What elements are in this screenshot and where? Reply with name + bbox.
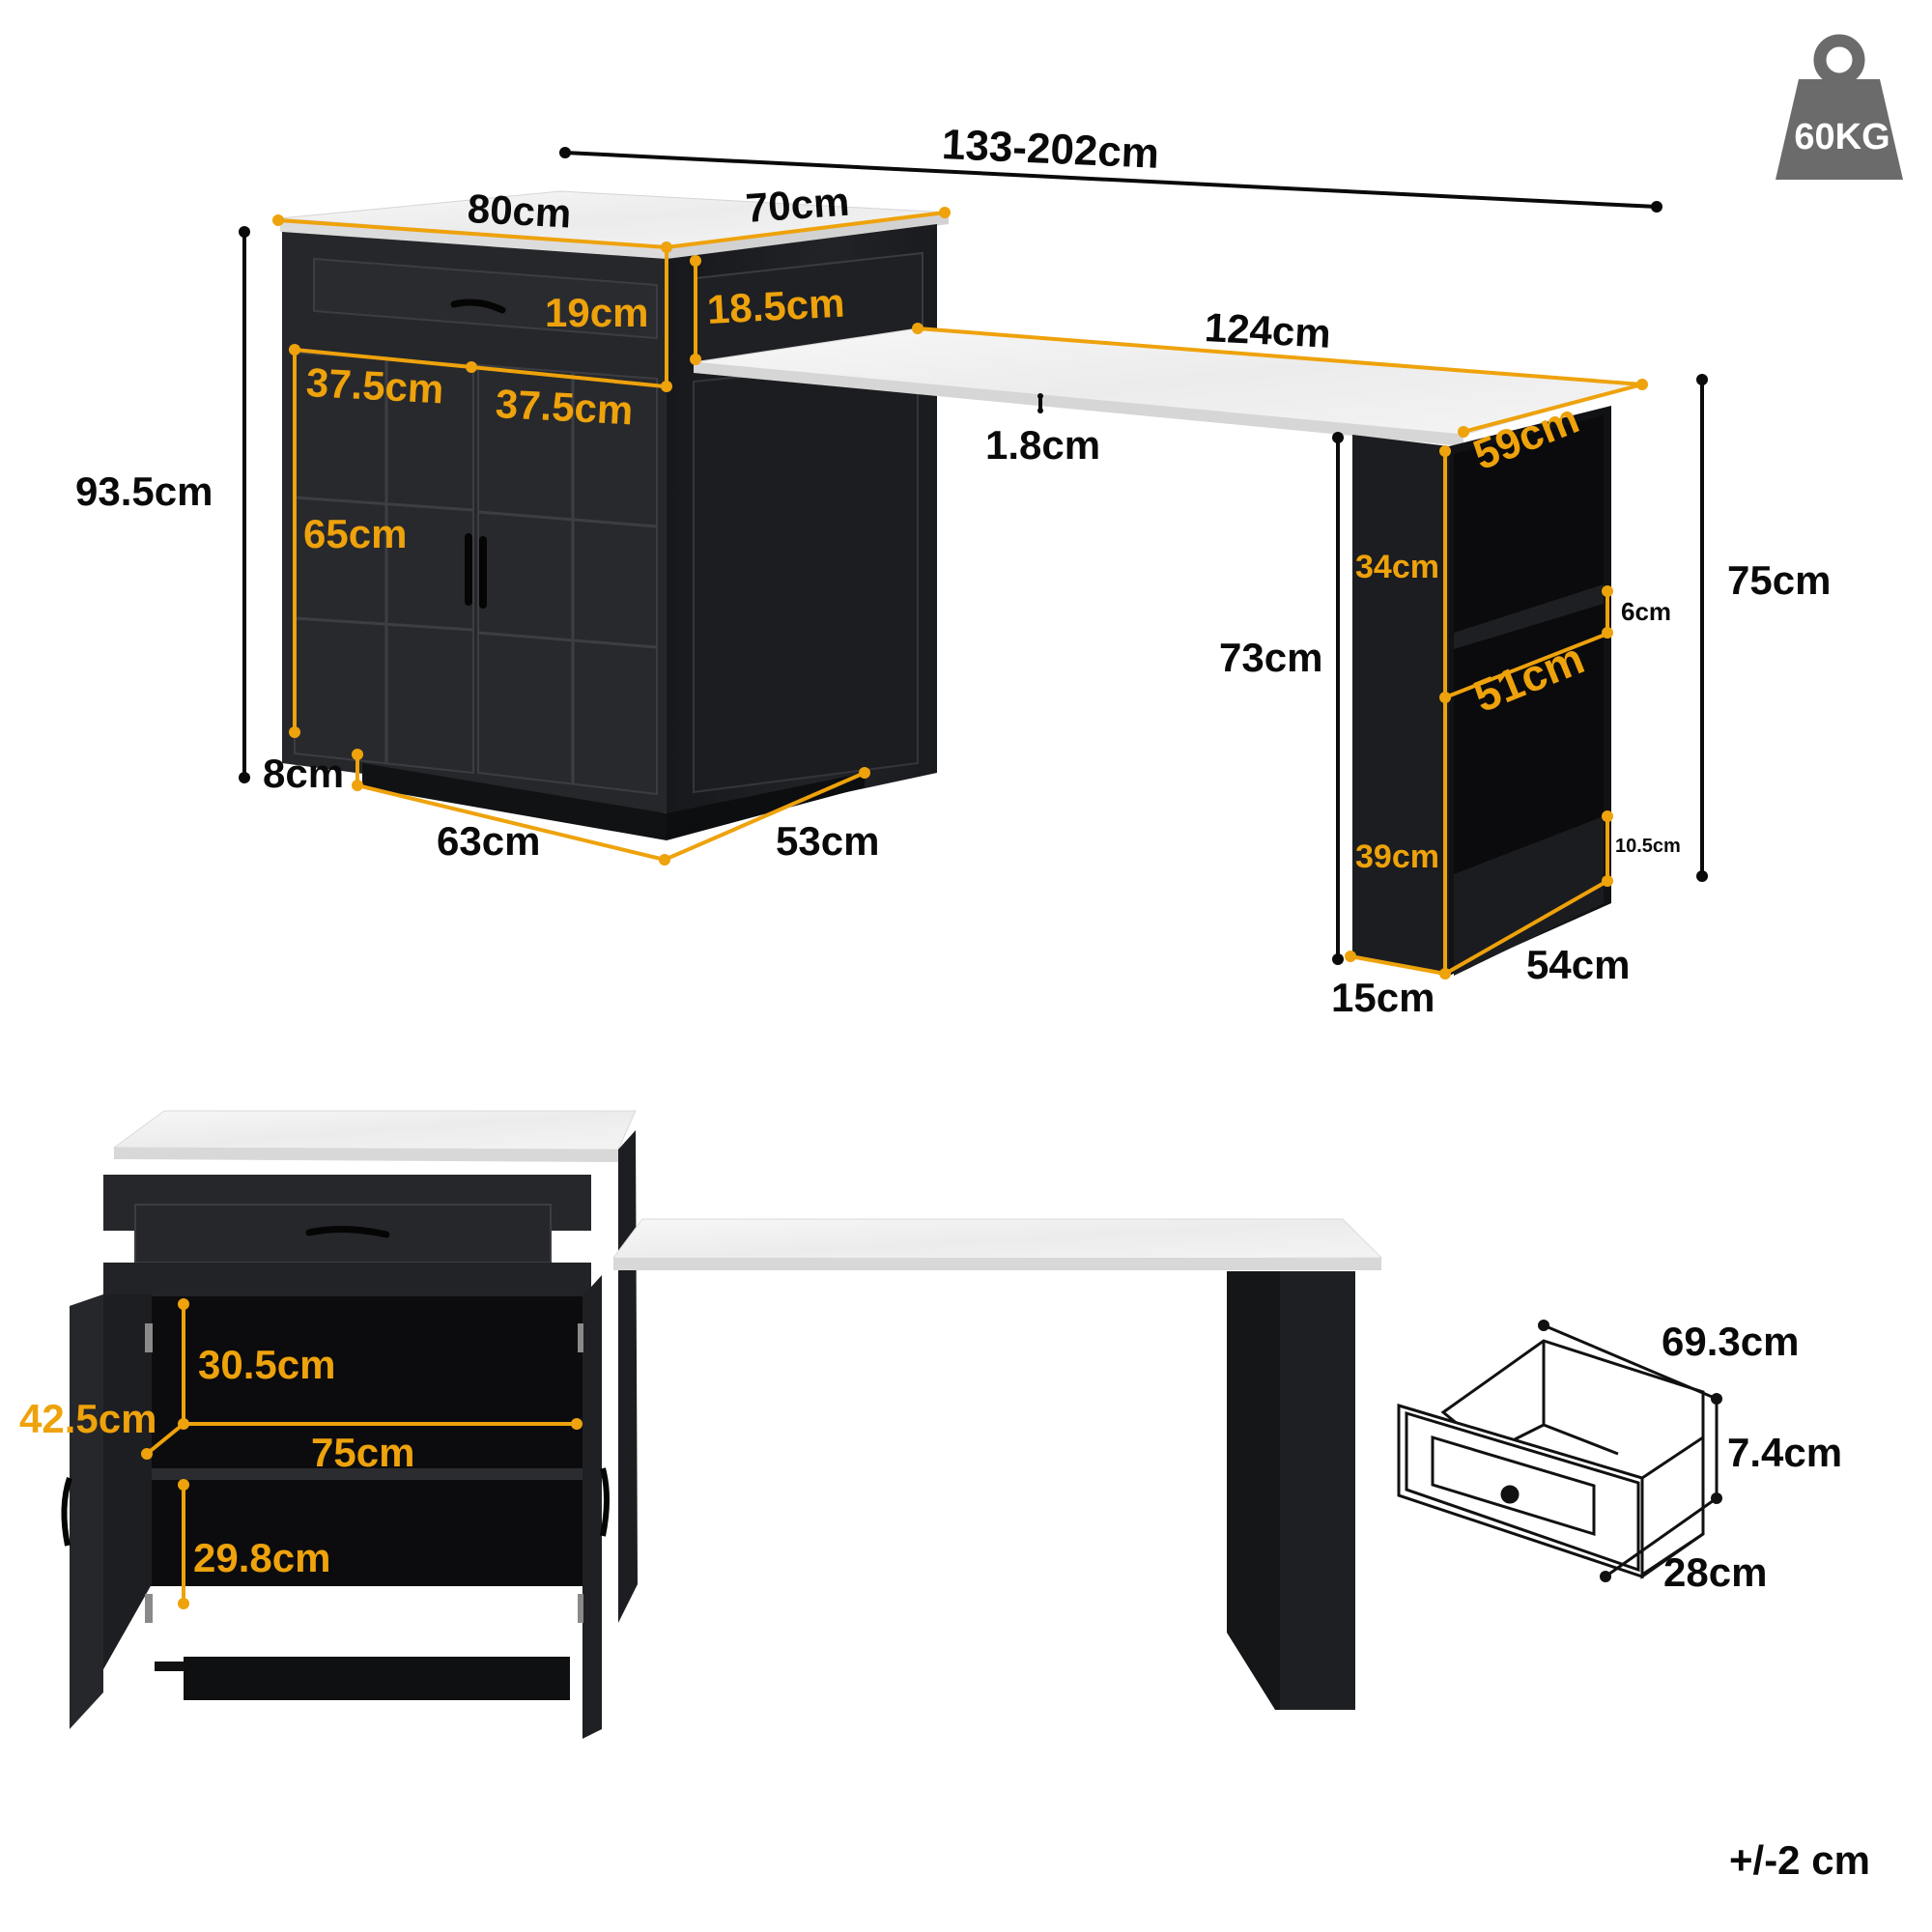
bottom-rail-label: 10.5cm xyxy=(1615,836,1681,857)
upper-compartment-height-label: 30.5cm xyxy=(198,1342,336,1387)
drawer-dimension-dots xyxy=(1538,1320,1722,1582)
base-height-label: 8cm xyxy=(263,751,345,796)
base-depth-label: 53cm xyxy=(776,818,880,864)
lower-cabinet xyxy=(61,1110,638,1739)
lower-orange-dimension-dots xyxy=(141,1298,582,1609)
weight-icon xyxy=(1776,34,1903,180)
leg-width-label: 15cm xyxy=(1331,975,1435,1020)
black-dimension-dots xyxy=(239,226,1708,965)
weight-badge-label: 60KG xyxy=(1794,117,1890,157)
shelf-depth-label: 51cm xyxy=(1466,632,1591,723)
drawer-depth-label: 28cm xyxy=(1663,1549,1768,1595)
lower-desk xyxy=(612,1218,1383,1710)
shelf-thickness-label: 6cm xyxy=(1621,597,1672,626)
drawer-handle-lower xyxy=(305,1225,390,1238)
desk-top-length-label: 124cm xyxy=(1203,304,1332,356)
overall-length-label: 133-202cm xyxy=(940,121,1160,178)
interior-depth-label: 42.5cm xyxy=(19,1396,157,1441)
desk-top-thickness-label: 1.8cm xyxy=(985,422,1101,468)
cabinet-top-depth-label: 70cm xyxy=(744,178,851,231)
black-dimension-lines xyxy=(242,232,1704,959)
tolerance-label: +/-2 cm xyxy=(1729,1837,1870,1883)
drawer-dimension-lines xyxy=(1543,1323,1719,1578)
cabinet-height-label: 93.5cm xyxy=(75,469,213,514)
drawer-side-height-label: 18.5cm xyxy=(705,279,846,332)
leg-upper-opening-label: 34cm xyxy=(1355,549,1439,585)
drawer-length-label: 69.3cm xyxy=(1662,1319,1800,1364)
door-height-label: 65cm xyxy=(303,511,408,556)
interior-width-label: 75cm xyxy=(311,1430,415,1475)
lower-orange-dimension-lines xyxy=(145,1304,577,1604)
desk-top-depth-label: 59cm xyxy=(1466,394,1586,480)
leg-depth-label: 54cm xyxy=(1526,942,1631,987)
upper-desk xyxy=(693,327,1643,976)
overall-length-dimension-line xyxy=(559,147,1662,213)
drawer-diagram xyxy=(1397,1339,1705,1579)
base-width-label: 63cm xyxy=(437,818,541,864)
leg-lower-opening-label: 39cm xyxy=(1355,838,1439,875)
door-right-width-label: 37.5cm xyxy=(494,381,635,434)
lower-compartment-height-label: 29.8cm xyxy=(193,1535,331,1580)
desk-leg-height-label: 73cm xyxy=(1219,635,1323,680)
drawer-height-label: 7.4cm xyxy=(1727,1430,1843,1475)
door-handle-left xyxy=(465,533,472,606)
desk-overall-height-label: 75cm xyxy=(1727,557,1832,603)
cabinet-top-width-label: 80cm xyxy=(466,185,573,237)
door-handle-right xyxy=(479,536,487,609)
drawer-handle xyxy=(450,298,506,314)
door-left-width-label: 37.5cm xyxy=(304,359,445,412)
orange-dimension-dots xyxy=(272,207,1648,980)
drawer-front-height-label: 19cm xyxy=(545,290,649,335)
